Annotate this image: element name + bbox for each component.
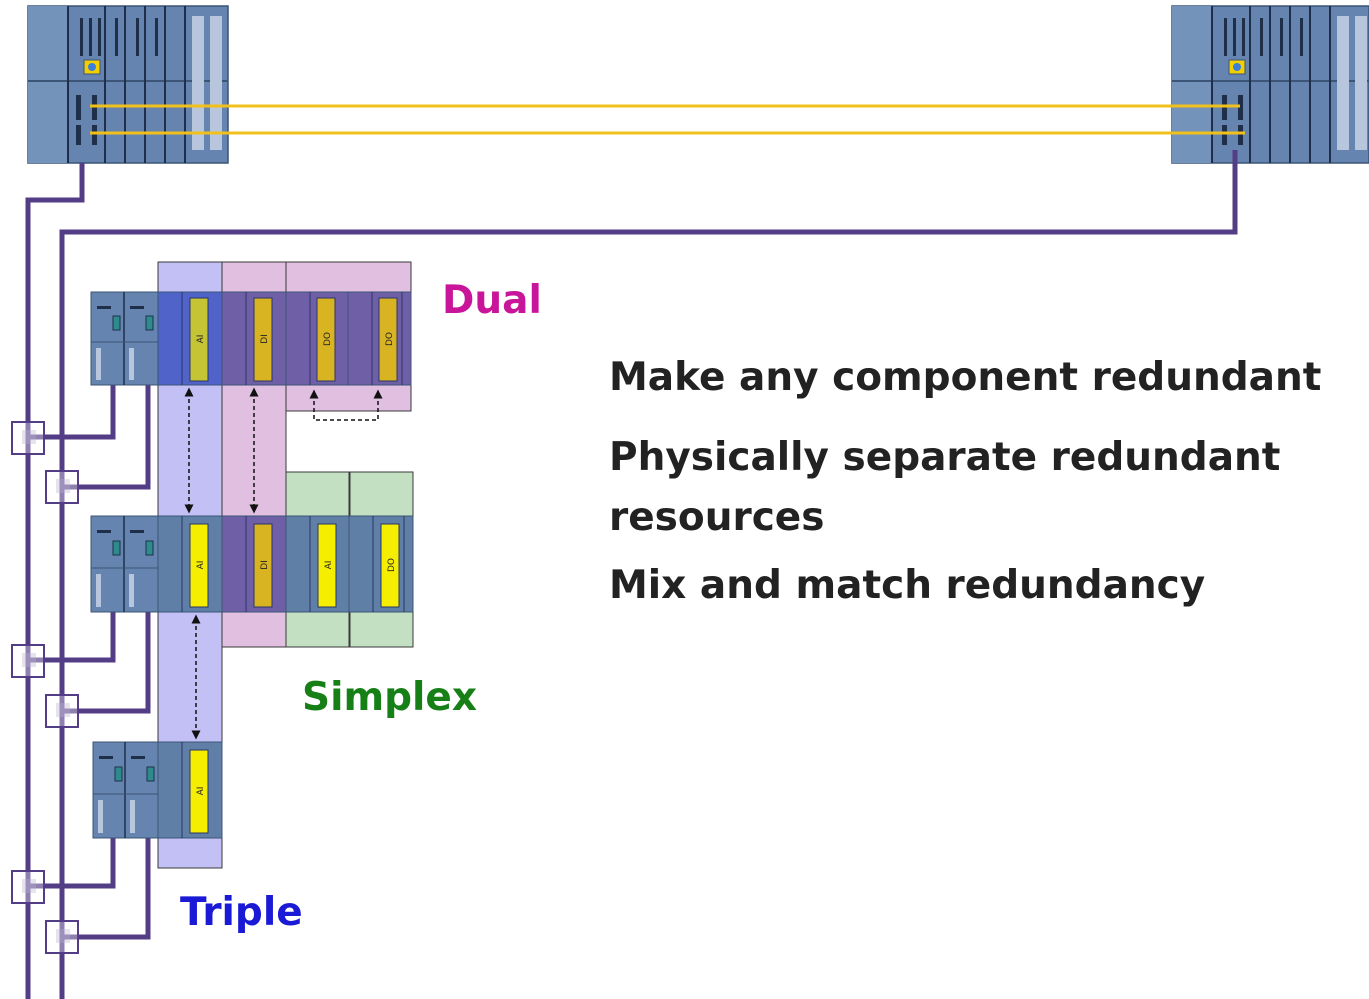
station-2-do-simplex-label: DO — [387, 558, 397, 572]
station-2-ai-simplex-label: AI — [324, 561, 334, 570]
station-1-do-label-b: DO — [385, 332, 395, 346]
triple-label: Triple — [180, 890, 303, 935]
bus-lines — [25, 150, 1238, 999]
station-3-interface — [92, 741, 159, 839]
controller-right — [1171, 5, 1369, 164]
bullet-1: Make any component redundant — [609, 355, 1322, 400]
station-1-di-label: DI — [260, 334, 270, 344]
station-1-do-module-a: DO — [285, 291, 349, 386]
simplex-label: Simplex — [302, 675, 477, 720]
station-1-ai-label: AI — [196, 335, 206, 344]
station-2-ai-label: AI — [196, 561, 206, 570]
bullet-2: Physically separate redundant resources — [609, 435, 1281, 540]
station-1-do-label-a: DO — [323, 332, 333, 346]
controller-left — [27, 5, 229, 164]
station-1-do-module-b: DO — [347, 291, 412, 386]
station-2-di-label: DI — [260, 560, 270, 570]
redundancy-arrows — [184, 387, 383, 740]
station-2-di-module: DI — [221, 515, 287, 613]
station-2-do-module-simplex: DO — [348, 515, 414, 613]
station-1-di-module: DI — [221, 291, 287, 386]
station-1-ai-module: AI — [157, 291, 223, 386]
station-3-ai-module: AI — [157, 741, 223, 839]
station-3-ai-label: AI — [196, 787, 206, 796]
station-2-ai-module: AI — [157, 515, 223, 613]
station-1-interface — [90, 291, 159, 386]
bullet-3: Mix and match redundancy — [609, 563, 1206, 608]
bus-couplers — [11, 421, 79, 954]
dual-label: Dual — [442, 278, 542, 323]
station-2-ai-module-simplex: AI — [285, 515, 350, 613]
station-2-interface — [90, 515, 159, 613]
